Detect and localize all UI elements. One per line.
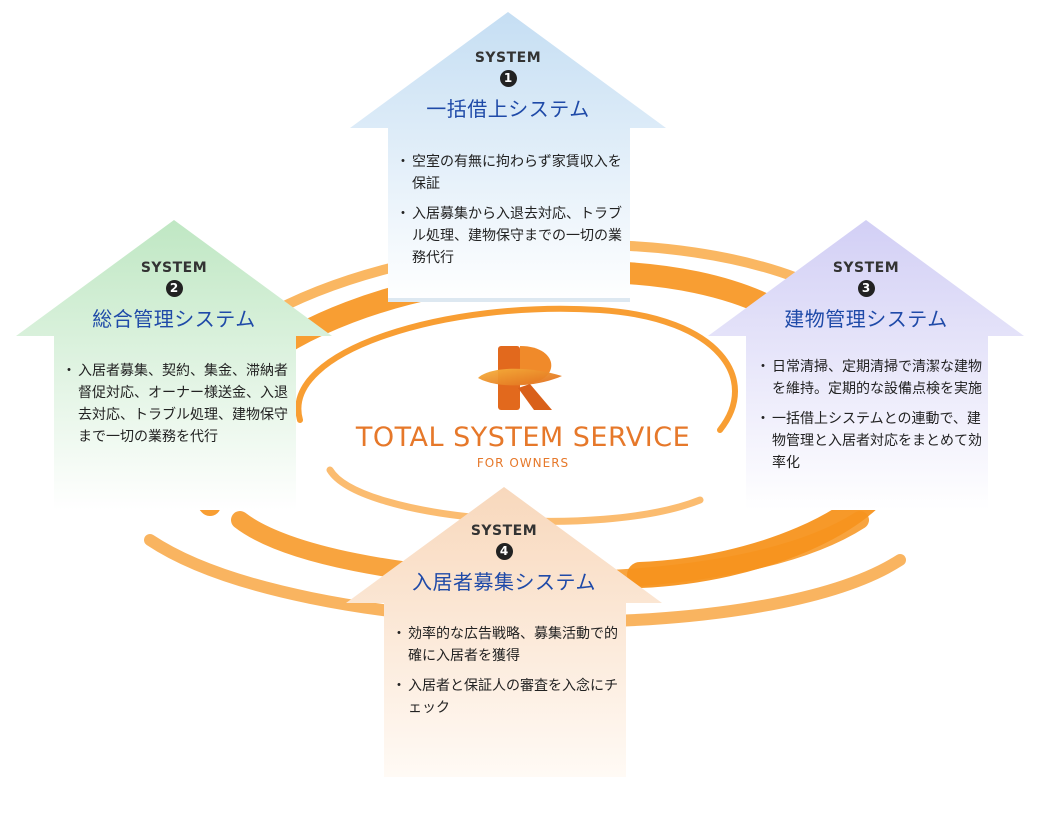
system-title: 入居者募集システム xyxy=(412,570,596,594)
system-label: SYSTEM xyxy=(470,523,538,539)
system-3-house: SYSTEM 3 建物管理システム 日常清掃、定期清掃で清潔な建物を維持。定期的… xyxy=(708,220,1024,512)
center-title: TOTAL SYSTEM SERVICE xyxy=(355,422,691,453)
system-label: SYSTEM xyxy=(140,260,208,276)
system-feature-list: 入居者募集、契約、集金、滞納者督促対応、オーナー様送金、入退去対応、トラブル処理… xyxy=(62,360,294,456)
system-number-badge: 4 xyxy=(495,543,513,560)
system-label: SYSTEM xyxy=(474,50,542,66)
stylized-r-logo-icon xyxy=(478,346,562,410)
system-label: SYSTEM xyxy=(832,260,900,276)
list-item: 入居者募集、契約、集金、滞納者督促対応、オーナー様送金、入退去対応、トラブル処理… xyxy=(62,360,294,448)
list-item: 効率的な広告戦略、募集活動で的確に入居者を獲得 xyxy=(392,623,622,667)
system-1-house: SYSTEM 1 一括借上システム 空室の有無に拘わらず家賃収入を保証 入居募集… xyxy=(350,12,666,304)
system-title: 建物管理システム xyxy=(784,307,948,331)
list-item: 入居募集から入退去対応、トラブル処理、建物保守までの一切の業務代行 xyxy=(396,203,626,269)
system-title: 一括借上システム xyxy=(426,97,590,121)
list-item: 一括借上システムとの連動で、建物管理と入居者対応をまとめて効率化 xyxy=(756,408,986,474)
system-number-badge: 3 xyxy=(857,280,875,297)
system-4-house: SYSTEM 4 入居者募集システム 効率的な広告戦略、募集活動で的確に入居者を… xyxy=(346,487,662,779)
system-title: 総合管理システム xyxy=(92,307,256,331)
system-2-house: SYSTEM 2 総合管理システム 入居者募集、契約、集金、滞納者督促対応、オー… xyxy=(16,220,332,512)
system-number-badge: 1 xyxy=(499,70,517,87)
center-subtitle: FOR OWNERS xyxy=(476,456,570,470)
system-feature-list: 空室の有無に拘わらず家賃収入を保証 入居募集から入退去対応、トラブル処理、建物保… xyxy=(396,151,626,277)
system-feature-list: 日常清掃、定期清掃で清潔な建物を維持。定期的な設備点検を実施 一括借上システムと… xyxy=(756,356,986,482)
system-feature-list: 効率的な広告戦略、募集活動で的確に入居者を獲得 入居者と保証人の審査を入念にチェ… xyxy=(392,623,622,727)
list-item: 入居者と保証人の審査を入念にチェック xyxy=(392,675,622,719)
list-item: 日常清掃、定期清掃で清潔な建物を維持。定期的な設備点検を実施 xyxy=(756,356,986,400)
system-number-badge: 2 xyxy=(165,280,183,297)
list-item: 空室の有無に拘わらず家賃収入を保証 xyxy=(396,151,626,195)
